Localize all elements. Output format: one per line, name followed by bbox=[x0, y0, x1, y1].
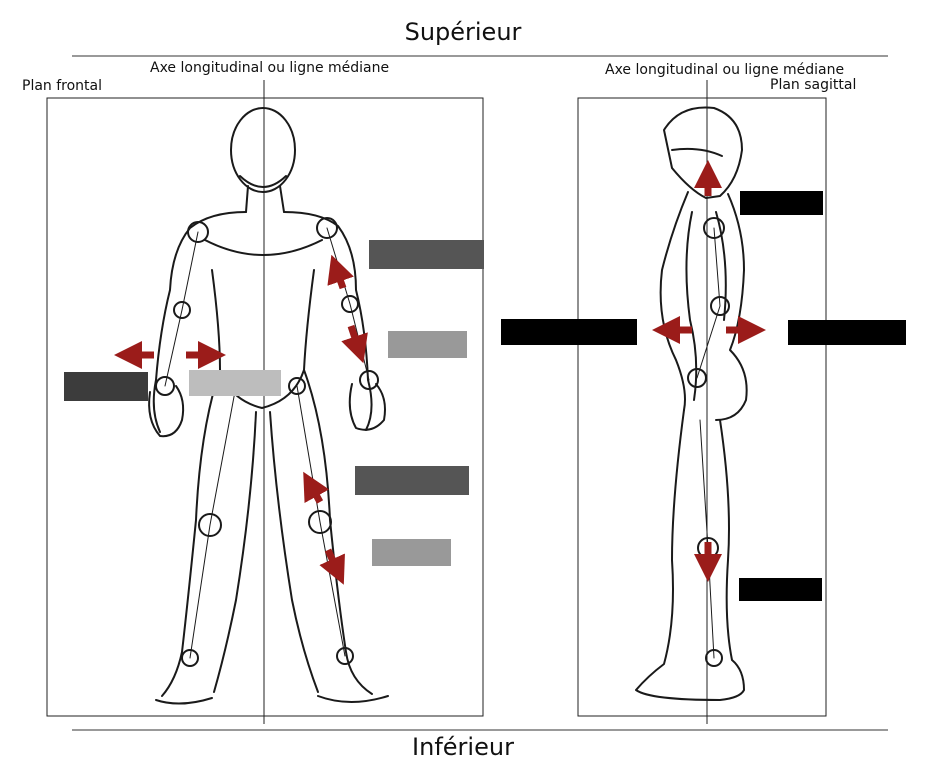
arrow-arm-down bbox=[351, 326, 359, 350]
arrow-arm-up bbox=[336, 268, 343, 288]
label-box-hip-left bbox=[64, 372, 148, 401]
label-box-foot-side bbox=[739, 578, 822, 601]
label-box-elbow bbox=[388, 331, 467, 358]
label-box-knee-lower bbox=[372, 539, 451, 566]
front-figure bbox=[149, 108, 388, 704]
arrow-leg-up bbox=[310, 484, 320, 502]
arrow-leg-down bbox=[328, 550, 338, 572]
label-box-neck-side bbox=[740, 191, 823, 215]
label-box-knee-upper bbox=[355, 466, 469, 495]
side-figure bbox=[636, 107, 747, 700]
label-box-back-side bbox=[788, 320, 906, 345]
label-box-hip-center bbox=[189, 370, 281, 396]
label-box-front-side bbox=[501, 319, 637, 345]
label-box-shoulder bbox=[369, 240, 484, 269]
